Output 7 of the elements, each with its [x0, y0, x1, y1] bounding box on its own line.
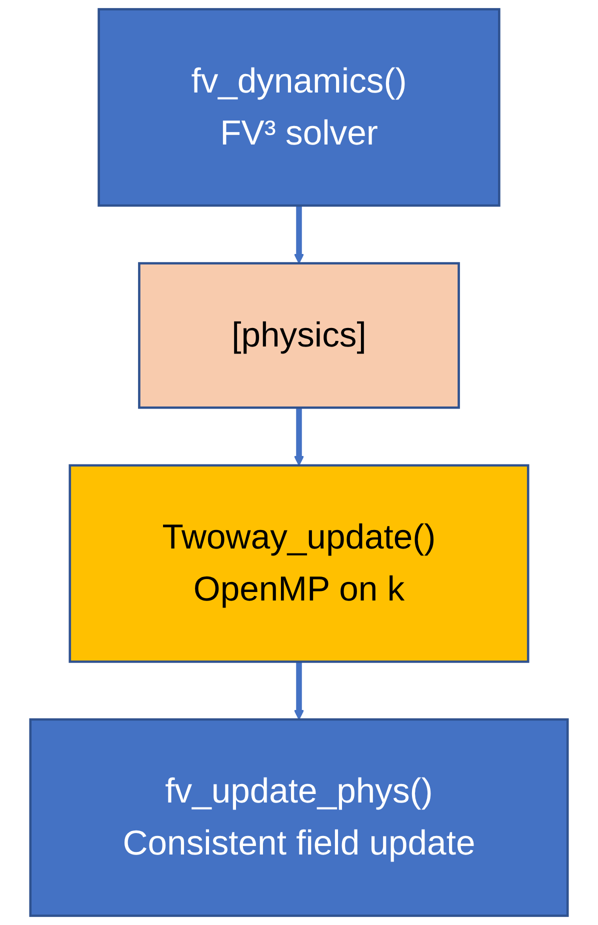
arrow: [294, 408, 304, 466]
node-box: [68, 464, 530, 663]
arrow: [294, 662, 304, 720]
node-box: [98, 8, 500, 207]
node-box: [138, 262, 460, 409]
arrow: [294, 206, 304, 264]
node-box: [29, 718, 569, 917]
